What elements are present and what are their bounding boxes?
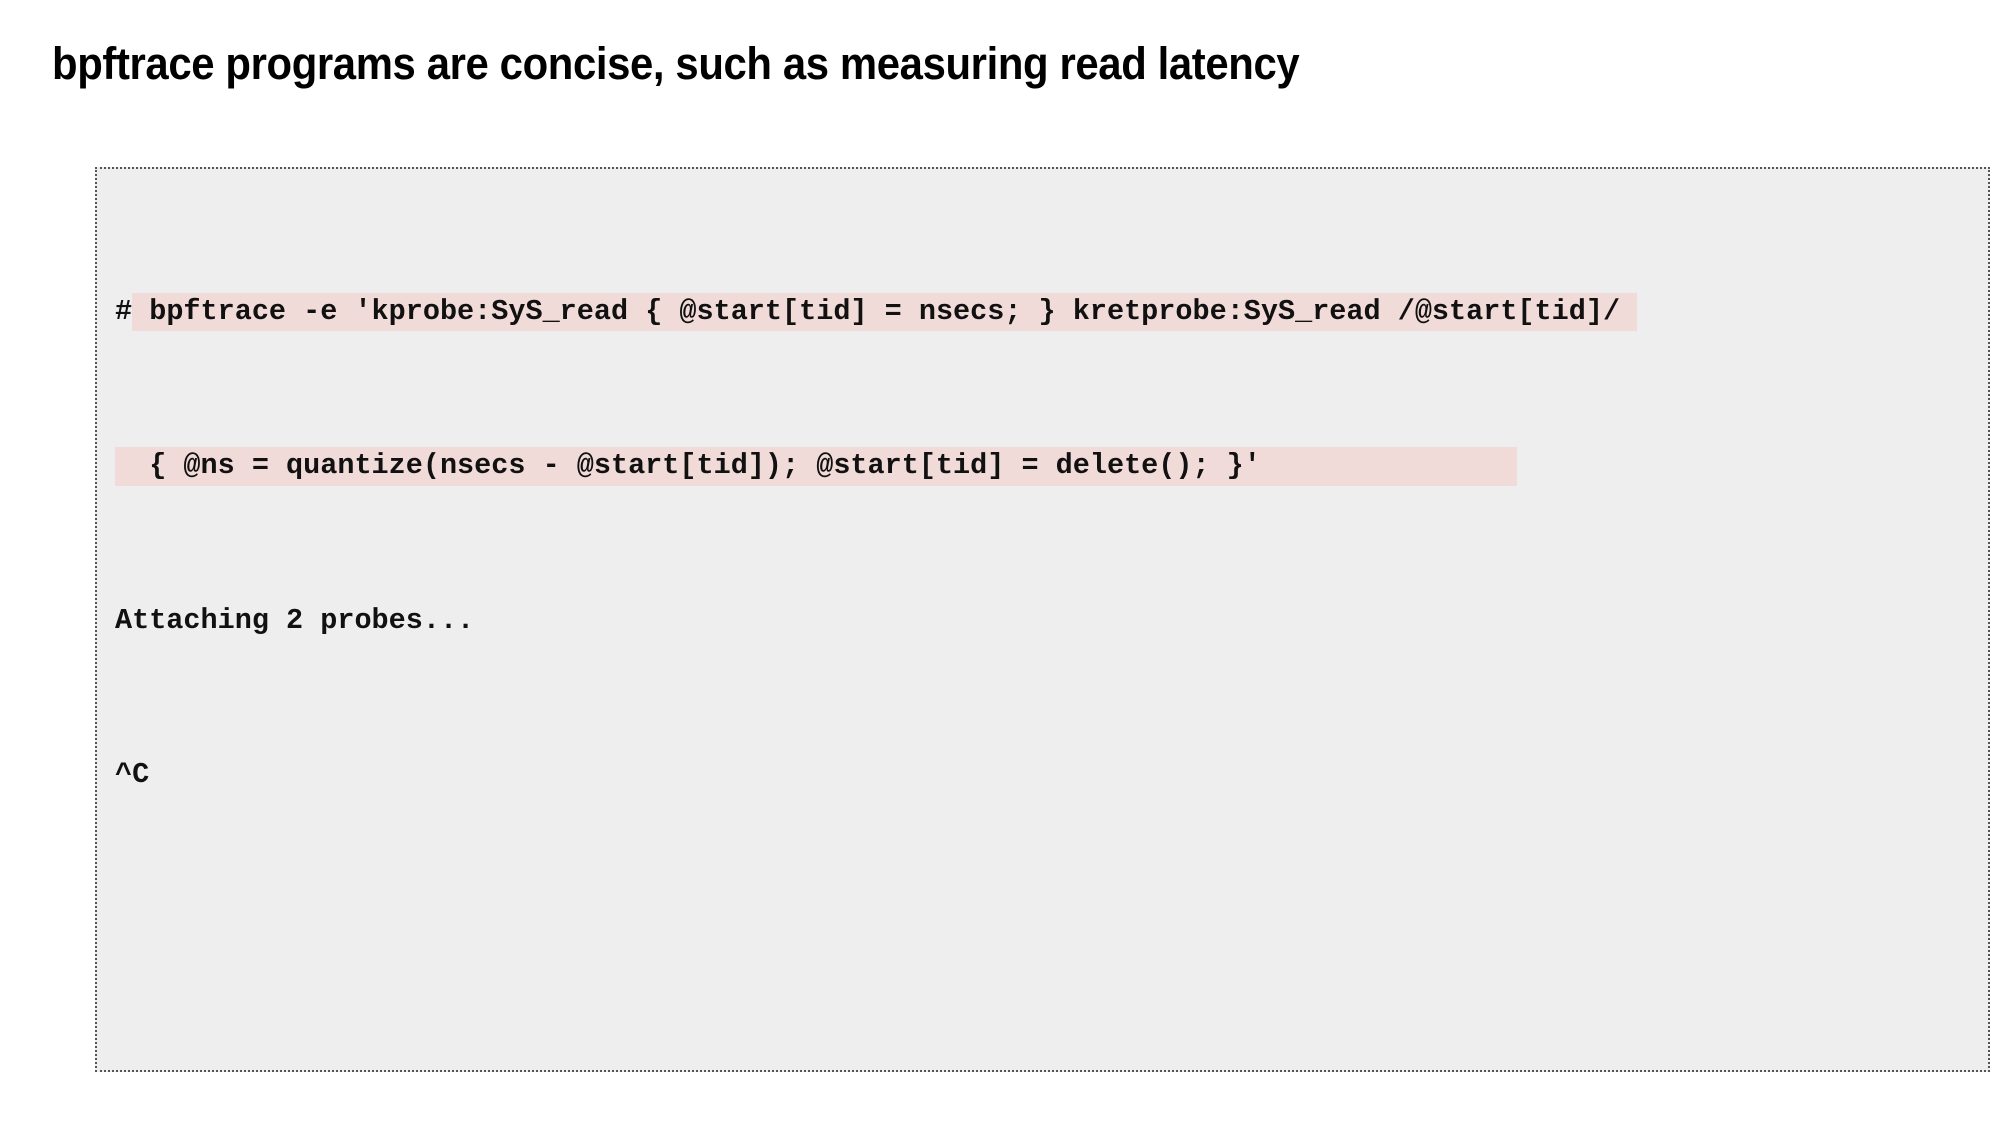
terminal-output-panel: # bpftrace -e 'kprobe:SyS_read { @start[… <box>95 167 1990 1072</box>
command-line-1: # bpftrace -e 'kprobe:SyS_read { @start[… <box>115 292 1638 332</box>
command-text-line-1: bpftrace -e 'kprobe:SyS_read { @start[ti… <box>132 292 1638 332</box>
command-line-2: { @ns = quantize(nsecs - @start[tid]); @… <box>115 447 1637 486</box>
prompt-symbol: # <box>115 294 133 328</box>
output-blank-line <box>115 910 1637 949</box>
page-title: bpftrace programs are concise, such as m… <box>52 38 1300 89</box>
command-text-line-2: { @ns = quantize(nsecs - @start[tid]); @… <box>115 447 1518 486</box>
output-attaching: Attaching 2 probes... <box>115 603 475 637</box>
terminal-text: # bpftrace -e 'kprobe:SyS_read { @start[… <box>97 169 1638 1070</box>
output-interrupt: ^C <box>115 757 150 791</box>
histogram-map-name: @ns: <box>115 1065 1637 1070</box>
